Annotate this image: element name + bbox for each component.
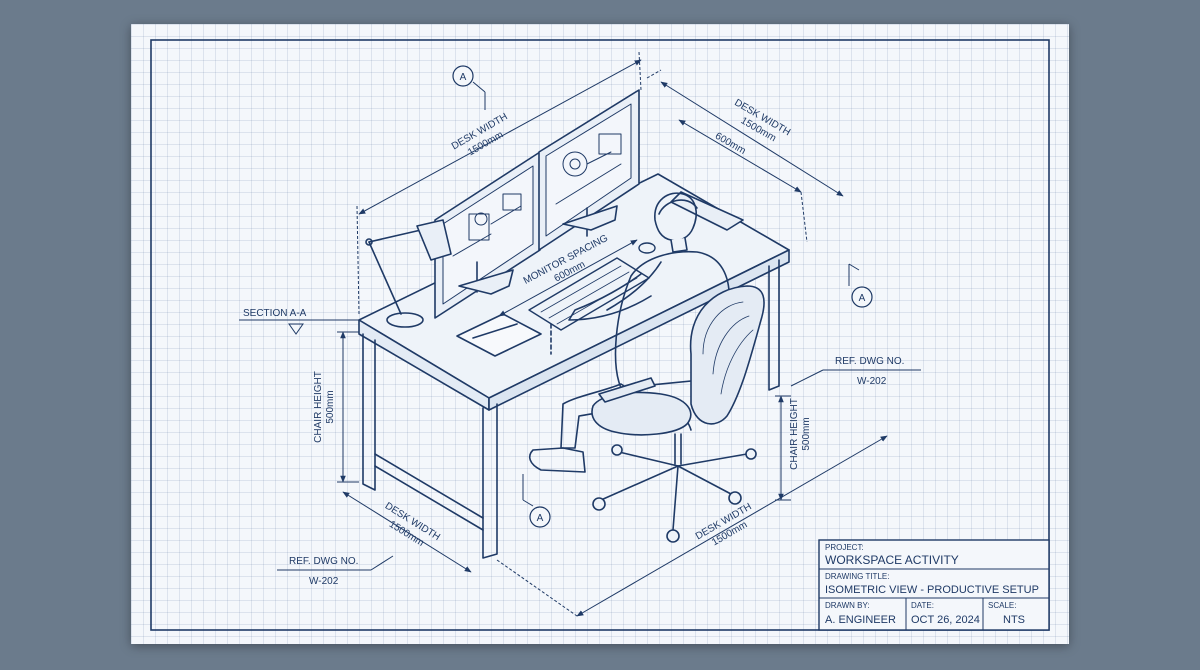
ref-dwg-label: REF. DWG NO. bbox=[289, 556, 358, 567]
isometric-drawing: DESK WIDTH 1500mm DESK WIDTH 1500mm 600m… bbox=[150, 39, 1050, 631]
dimension-desk-width-bottom-left: DESK WIDTH 1500mm bbox=[342, 491, 472, 573]
dim-value: 500mm bbox=[325, 390, 336, 423]
section-label: SECTION A-A bbox=[243, 308, 307, 319]
scale-value: NTS bbox=[1003, 614, 1025, 626]
title-block: PROJECT: WORKSPACE ACTIVITY DRAWING TITL… bbox=[818, 539, 1050, 631]
mouse bbox=[638, 242, 656, 254]
drawing-title-value: ISOMETRIC VIEW - PRODUCTIVE SETUP bbox=[825, 584, 1039, 596]
drawing-border bbox=[150, 39, 1050, 631]
dim-value: 500mm bbox=[801, 417, 812, 450]
drawing-title-label: DRAWING TITLE: bbox=[825, 572, 889, 581]
section-marker-right: A bbox=[848, 263, 873, 308]
ref-dwg-label: REF. DWG NO. bbox=[835, 356, 904, 367]
blueprint-sheet: DESK WIDTH 1500mm DESK WIDTH 1500mm 600m… bbox=[131, 24, 1069, 644]
date-label: DATE: bbox=[911, 601, 934, 610]
ref-dwg-number: W-202 bbox=[857, 376, 887, 387]
scale-label: SCALE: bbox=[988, 601, 1016, 610]
project-label: PROJECT: bbox=[825, 543, 864, 552]
section-marker-letter: A bbox=[537, 513, 544, 524]
section-marker-letter: A bbox=[460, 72, 467, 83]
drawn-by-value: A. ENGINEER bbox=[825, 614, 896, 626]
date-value: OCT 26, 2024 bbox=[911, 614, 980, 626]
dim-label: CHAIR HEIGHT bbox=[313, 371, 324, 443]
dim-value: 600mm bbox=[713, 131, 747, 157]
dimension-chair-height-right: CHAIR HEIGHT 500mm bbox=[775, 395, 812, 501]
ref-dwg-number: W-202 bbox=[309, 576, 339, 587]
drawn-by-label: DRAWN BY: bbox=[825, 601, 870, 610]
desk-lamp bbox=[365, 219, 452, 328]
section-marker-bottom: A bbox=[522, 474, 551, 528]
section-callout: SECTION A-A bbox=[239, 308, 359, 335]
dim-label: CHAIR HEIGHT bbox=[789, 398, 800, 470]
dimension-desk-width-top-right: DESK WIDTH 1500mm bbox=[646, 69, 844, 197]
ref-dwg-callout-right: REF. DWG NO. W-202 bbox=[790, 356, 921, 387]
section-marker-top: A bbox=[452, 65, 486, 110]
project-value: WORKSPACE ACTIVITY bbox=[825, 553, 959, 567]
section-marker-letter: A bbox=[859, 293, 866, 304]
dimension-chair-height-left: CHAIR HEIGHT 500mm bbox=[313, 331, 359, 483]
ref-dwg-callout-left: REF. DWG NO. W-202 bbox=[277, 555, 394, 587]
